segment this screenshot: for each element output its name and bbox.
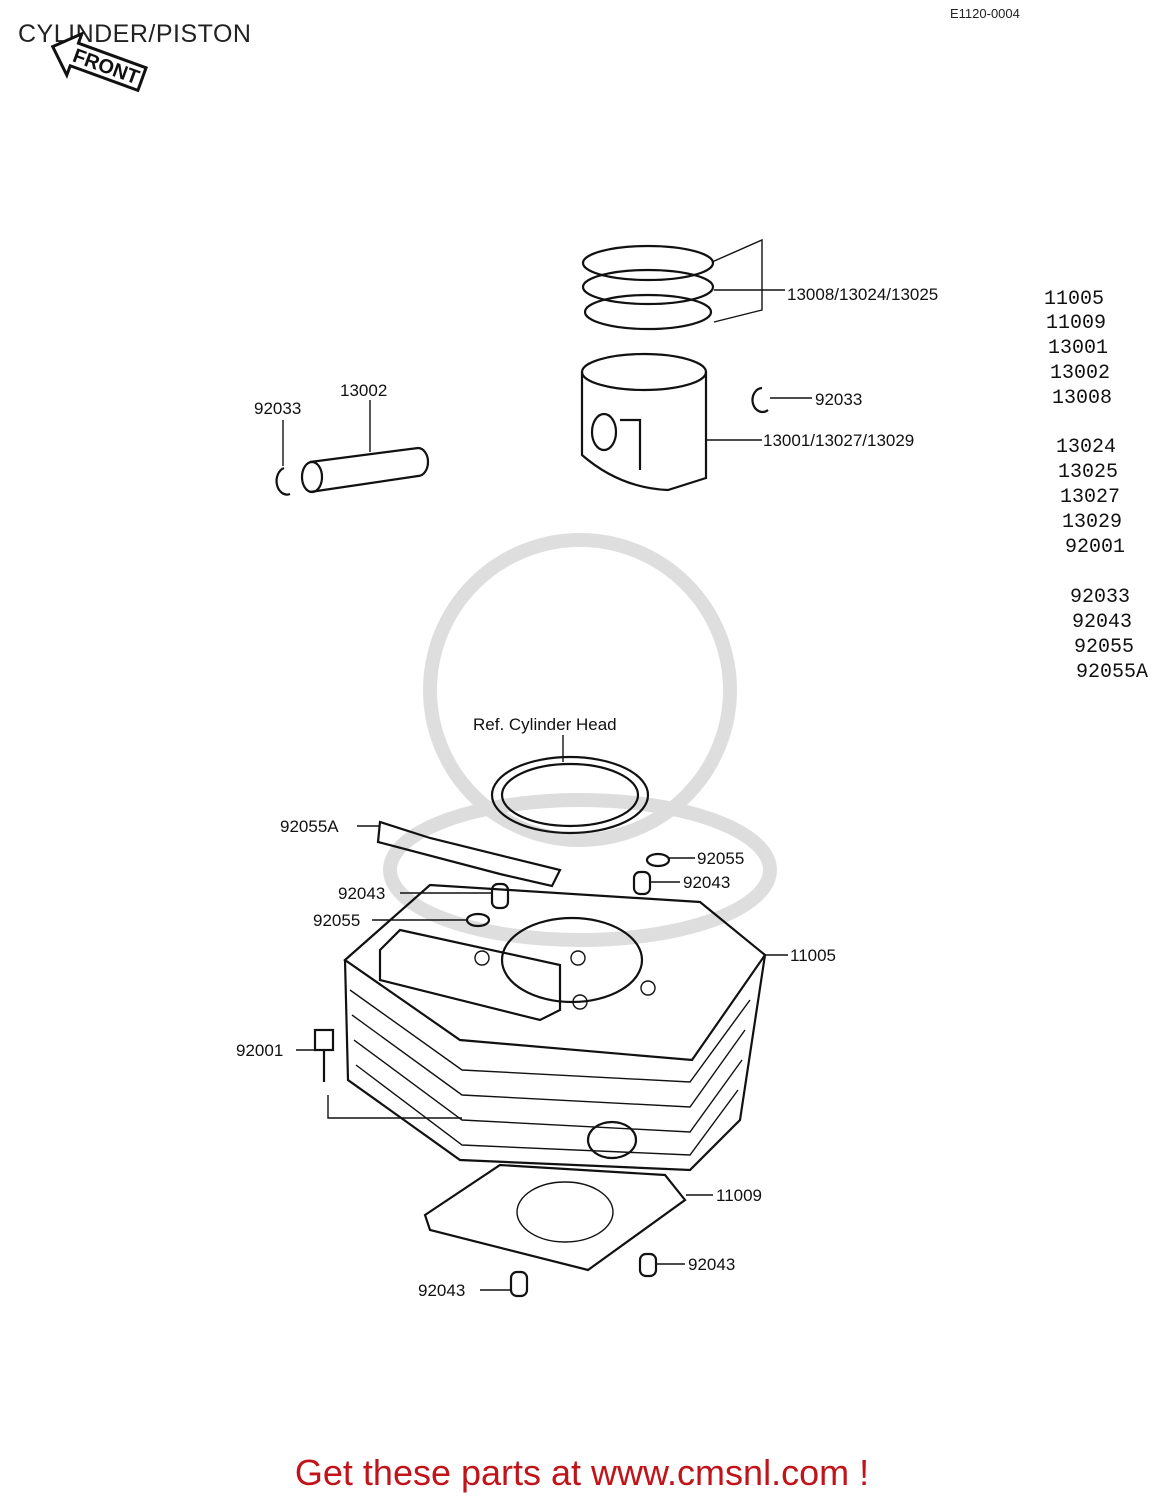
- front-label: FRONT: [70, 45, 142, 89]
- circlip-left: [275, 420, 291, 496]
- diagram-code: E1120-0004: [950, 6, 1020, 21]
- callout-pin: 13002: [340, 381, 387, 400]
- base-gasket: [423, 1163, 713, 1272]
- callout-dowel-left-top: 92043: [338, 884, 385, 903]
- front-arrow-icon: FRONT: [50, 31, 149, 93]
- dowel-left-top: [400, 882, 510, 910]
- callout-dowel-right-top: 92043: [683, 873, 730, 892]
- washer-left: [372, 912, 491, 928]
- callout-washer-right: 92055: [697, 849, 744, 868]
- part-list-item: 92001: [1065, 536, 1125, 559]
- dowel-right-top: [632, 870, 680, 896]
- washer-right: [645, 852, 695, 868]
- callout-bolt: 92001: [236, 1041, 283, 1060]
- callout-circlip-right: 92033: [815, 390, 862, 409]
- callout-washer-left: 92055: [313, 911, 360, 930]
- ref-cylinder-head-note: Ref. Cylinder Head: [473, 715, 617, 734]
- piston-pin: [300, 400, 430, 494]
- piston: [580, 352, 762, 492]
- callout-dowel-bottom-left: 92043: [418, 1281, 465, 1300]
- dowel-bottom-left: [480, 1270, 529, 1298]
- bolt: [296, 1028, 462, 1119]
- callout-rings: 13008/13024/13025: [787, 285, 938, 304]
- callout-cylinder: 11005: [790, 946, 836, 965]
- part-list-item: 92033: [1070, 586, 1130, 609]
- part-list-item: 11009: [1046, 312, 1106, 335]
- small-gasket: [357, 820, 562, 888]
- callout-base-gasket: 11009: [716, 1186, 762, 1205]
- part-list-item: 92043: [1072, 611, 1132, 634]
- watermark-logo: [383, 533, 777, 947]
- part-list-item: 92055A: [1076, 661, 1148, 684]
- footer-link[interactable]: Get these parts at www.cmsnl.com !: [294, 1452, 870, 1493]
- part-list-item: 13001: [1048, 337, 1108, 360]
- callout-piston: 13001/13027/13029: [763, 431, 914, 450]
- part-list-item: 13024: [1056, 436, 1116, 459]
- part-list-item: 13008: [1052, 387, 1112, 410]
- callout-small-gasket: 92055A: [280, 817, 339, 836]
- circlip-right: [751, 386, 812, 414]
- part-number-list: 11005 11009 13001 13002 13008 13024 1302…: [1044, 288, 1148, 684]
- part-list-item: 13025: [1058, 461, 1118, 484]
- part-list-item: 92055: [1074, 636, 1134, 659]
- part-list-item: 11005: [1044, 288, 1104, 311]
- head-gasket: [490, 755, 650, 835]
- dowel-bottom-right: [638, 1252, 685, 1278]
- part-list-item: 13029: [1062, 511, 1122, 534]
- part-list-item: 13002: [1050, 362, 1110, 385]
- callout-dowel-bottom-right: 92043: [688, 1255, 735, 1274]
- part-list-item: 13027: [1060, 486, 1120, 509]
- callout-circlip-left: 92033: [254, 399, 301, 418]
- cylinder-block: [343, 883, 788, 1172]
- piston-rings: [581, 238, 785, 331]
